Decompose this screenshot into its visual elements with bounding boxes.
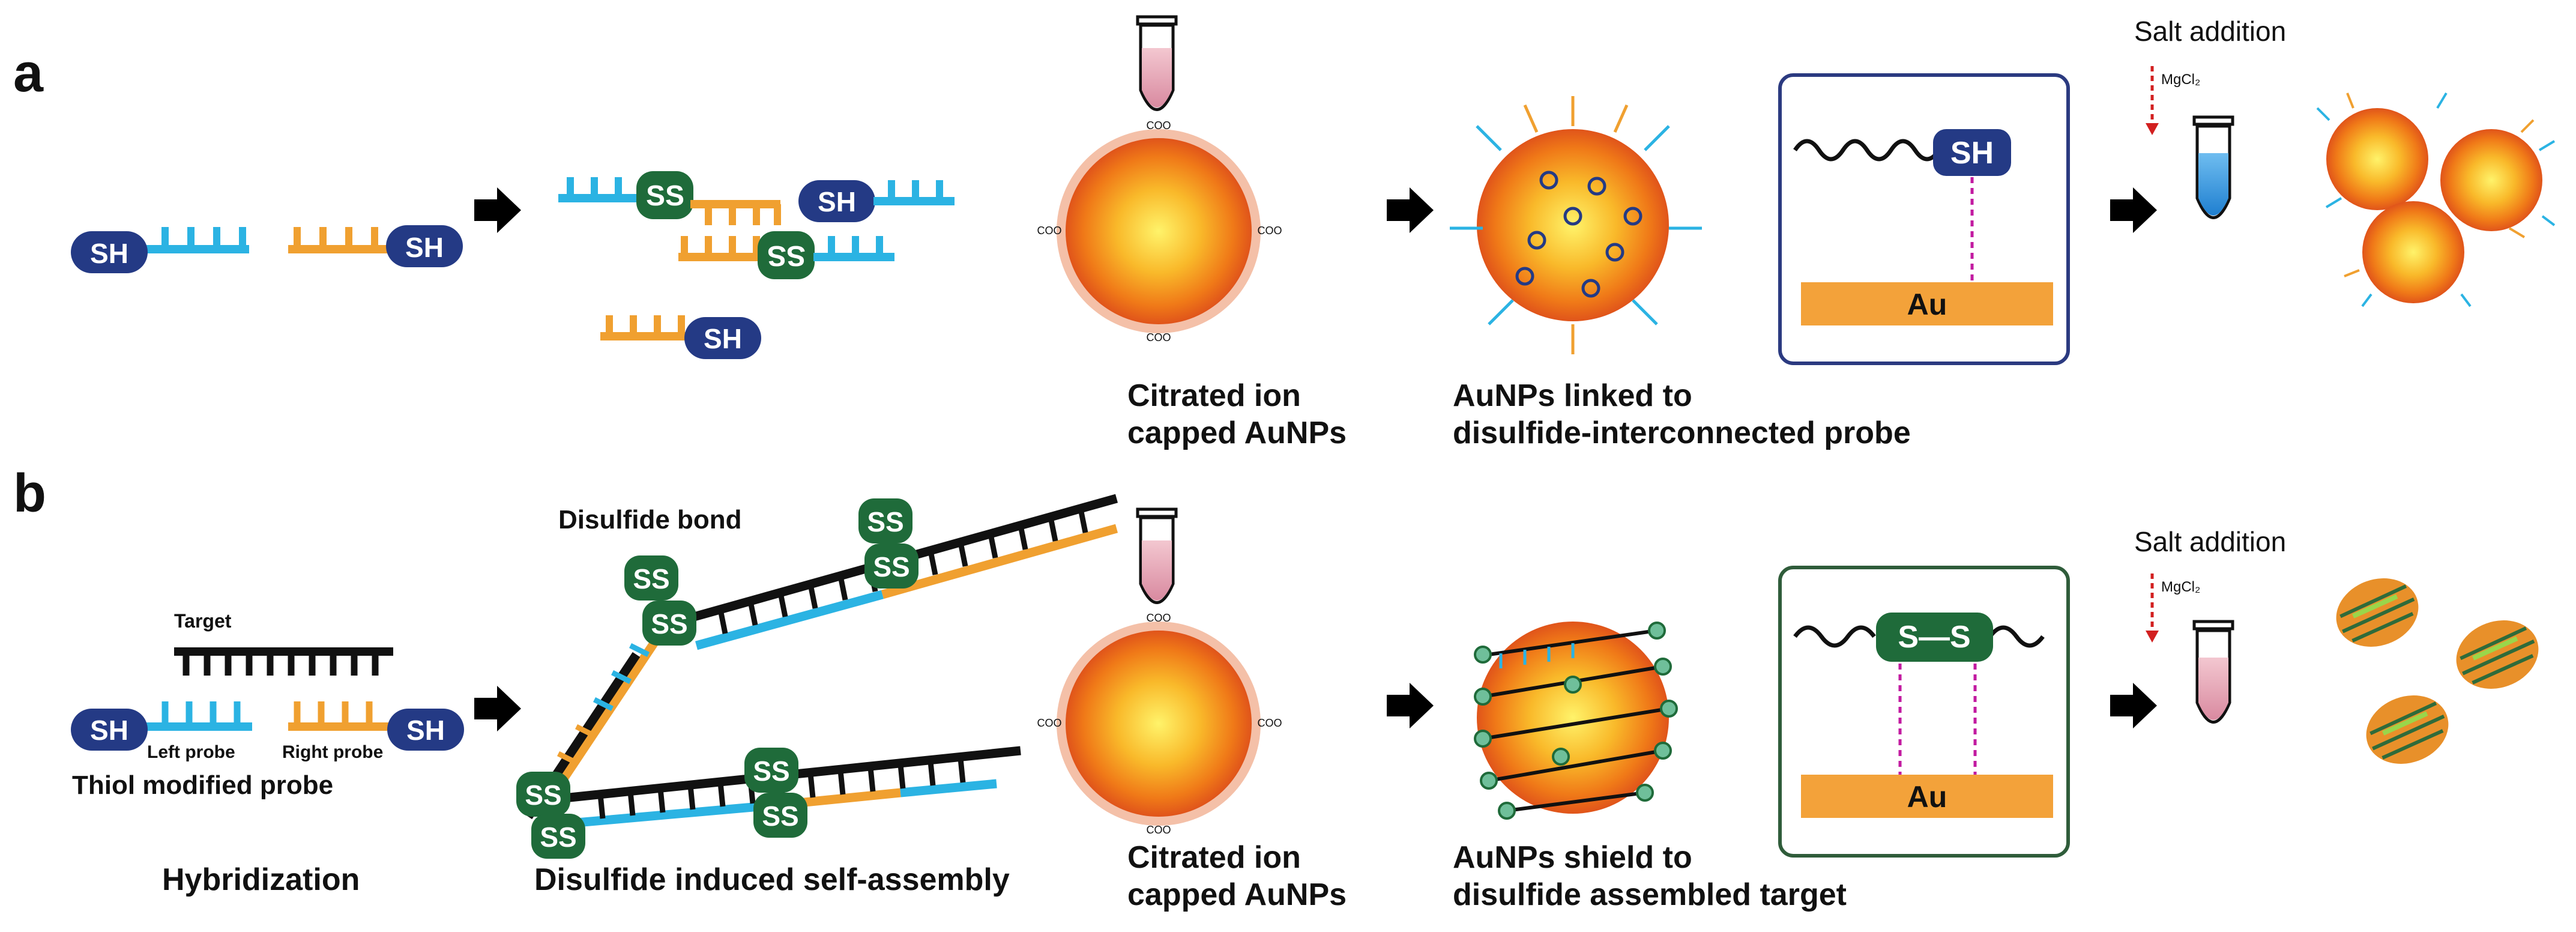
svg-text:SH: SH [818, 186, 856, 217]
ss-badge: SS SS [858, 498, 918, 589]
svg-text:COO: COO [1146, 824, 1171, 836]
process-arrow [1387, 683, 1434, 728]
caption-linked-a-1: AuNPs linked to [1453, 378, 1692, 413]
ss-badge: SS SS [516, 772, 585, 859]
aunp-shielded-target-b [1474, 622, 1678, 820]
tube-pink-a [1136, 15, 1178, 111]
process-arrow [2110, 187, 2157, 233]
panel-letter-a: a [13, 43, 44, 103]
caption-thiol-probe: Thiol modified probe [72, 770, 333, 800]
svg-text:SS: SS [646, 180, 684, 212]
disulfide-interconnected-probes-a: SS SH SS SH [558, 171, 955, 359]
disulfide-self-assembly-b: Disulfide bond SS SS [516, 494, 1118, 859]
caption-shield-b-1: AuNPs shield to [1453, 840, 1692, 875]
aggregated-aunps-a [2316, 92, 2556, 307]
svg-text:SS: SS [540, 822, 576, 853]
svg-text:SH: SH [90, 238, 128, 269]
citrate-capped-aunp-b: COO COO COO COO [1037, 612, 1282, 836]
svg-text:SS: SS [525, 779, 561, 811]
salt-arrowhead-b [2146, 631, 2159, 643]
thiol-right-probe-a: SH [288, 225, 463, 267]
svg-text:SS: SS [633, 563, 669, 595]
caption-citrate-a-2: capped AuNPs [1127, 416, 1347, 450]
tube-pink-b2 [2192, 620, 2234, 724]
svg-text:Au: Au [1907, 780, 1947, 814]
salt-reagent-b: MgCl₂ [2161, 579, 2200, 595]
tube-blue-a [2192, 115, 2234, 219]
svg-text:SS: SS [651, 608, 687, 640]
svg-text:S—S: S—S [1898, 620, 1970, 655]
caption-self-assembly: Disulfide induced self-assembly [534, 862, 1010, 897]
panel-letter-b: b [13, 464, 46, 524]
salt-title-b: Salt addition [2134, 526, 2286, 557]
svg-text:Right probe: Right probe [282, 742, 383, 762]
caption-citrate-b-1: Citrated ion [1127, 840, 1301, 875]
process-arrow [474, 187, 521, 233]
salt-reagent-a: MgCl₂ [2161, 71, 2200, 88]
caption-linked-a-2: disulfide-interconnected probe [1453, 416, 1911, 450]
salt-title-a: Salt addition [2134, 16, 2286, 47]
dispersed-aunps-b [2336, 578, 2539, 764]
svg-text:SS: SS [767, 240, 806, 271]
process-arrow [474, 686, 521, 731]
caption-citrate-a-1: Citrated ion [1127, 378, 1301, 413]
process-arrow [1387, 187, 1434, 233]
svg-text:SH: SH [704, 323, 742, 354]
svg-text:SS: SS [762, 800, 798, 832]
ss-badge: SS SS [744, 748, 807, 838]
svg-text:SS: SS [873, 551, 909, 582]
svg-text:COO: COO [1037, 717, 1061, 729]
salt-arrowhead-a [2146, 123, 2159, 135]
svg-text:COO: COO [1146, 120, 1171, 132]
process-arrow [2110, 683, 2157, 728]
ss-badge: SS SS [624, 555, 696, 646]
svg-text:Au: Au [1907, 288, 1947, 321]
svg-text:COO: COO [1257, 717, 1282, 729]
svg-text:SH: SH [406, 715, 445, 746]
aunp-linked-probe-a [1450, 96, 1702, 354]
tube-pink-b [1136, 507, 1178, 604]
svg-text:SS: SS [867, 506, 903, 537]
svg-text:SH: SH [1950, 136, 1994, 171]
disulfide-bond-label: Disulfide bond [558, 505, 742, 534]
citrate-capped-aunp-a: COO COO COO COO [1037, 120, 1282, 343]
svg-text:SH: SH [90, 715, 128, 746]
svg-text:Left probe: Left probe [147, 742, 235, 762]
inset-thiol-gold-a: SH Au [1778, 73, 2070, 365]
caption-shield-b-2: disulfide assembled target [1453, 877, 1847, 912]
target-strand-b: Target [174, 610, 393, 676]
svg-text:COO: COO [1037, 225, 1061, 237]
svg-text:COO: COO [1257, 225, 1282, 237]
left-probe-b: SH Left probe [71, 701, 252, 762]
caption-citrate-b-2: capped AuNPs [1127, 877, 1347, 912]
svg-text:COO: COO [1146, 612, 1171, 624]
thiol-left-probe-a: SH [71, 227, 249, 273]
sh-badge: SH [71, 231, 148, 273]
svg-text:COO: COO [1146, 331, 1171, 343]
svg-text:SH: SH [405, 232, 444, 263]
svg-text:SS: SS [753, 755, 789, 787]
caption-hybridization: Hybridization [162, 862, 360, 897]
sh-badge: SH [386, 225, 463, 267]
right-probe-b: SH Right probe [282, 701, 464, 762]
svg-text:Target: Target [174, 610, 232, 632]
inset-disulfide-gold-b: S—S Au [1778, 566, 2070, 858]
